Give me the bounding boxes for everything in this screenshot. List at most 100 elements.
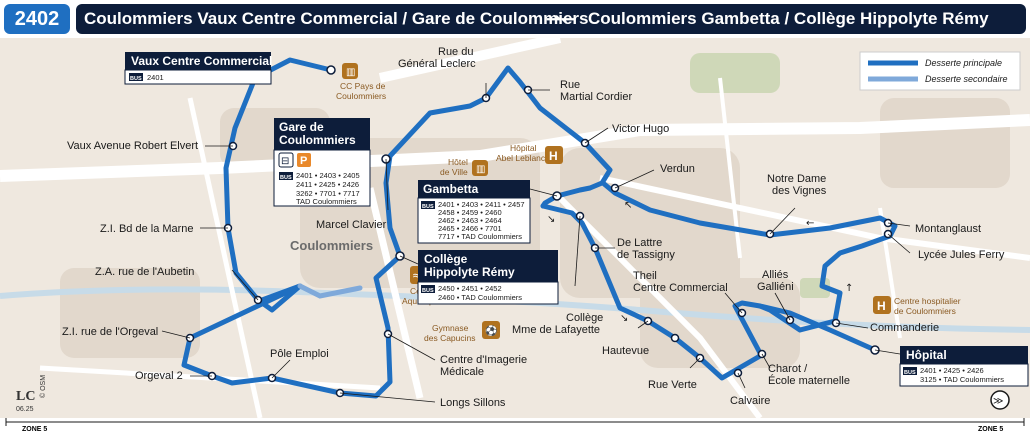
stop-notre-dame-1: Notre Dame [767,173,826,185]
credit-osm: © OSM [39,375,47,398]
zone-footer: ZONE 5 ZONE 5 [0,418,1030,438]
stop-zi-marne: Z.I. Bd de la Marne [100,223,194,235]
svg-text:2460 • TAD Coulommiers: 2460 • TAD Coulommiers [438,293,522,302]
bus-icon [421,201,435,209]
svg-text:BUS: BUS [130,76,142,82]
svg-text:≈: ≈ [412,269,421,282]
direction-arrows-icon: ⇀↽ [546,9,577,29]
train-icon [278,152,294,168]
zone-left: ZONE 5 [22,426,48,433]
svg-text:≫: ≫ [993,396,1003,407]
stop-leclerc-1: Rue du [438,46,473,58]
stop-pole-emploi: Pôle Emploi [270,348,329,360]
hospital-icon [545,146,563,164]
hospital-icon [873,296,891,314]
svg-text:BUS: BUS [904,370,916,376]
svg-text:Hôpital: Hôpital [906,348,947,362]
stop-jules-ferry: Lycée Jules Ferry [918,249,1005,261]
stop-lattre-2: de Tassigny [617,249,675,261]
stop-zi-orgeval: Z.I. rue de l'Orgeval [62,326,158,338]
bus-icon [421,285,435,293]
stop-lattre-1: De Lattre [617,237,662,249]
stop-orgeval2: Orgeval 2 [135,370,183,382]
stop-theil-2: Centre Commercial [633,282,728,294]
stop-marcel-clavier: Marcel Clavier [316,219,387,231]
stop-cordier-1: Rue [560,79,580,91]
svg-text:2401 • 2403 • 2411 • 2457: 2401 • 2403 • 2411 • 2457 [438,200,525,209]
bus-icon [129,73,143,81]
stop-charot-1: Charot / [768,363,808,375]
parking-icon [297,153,311,167]
svg-text:Hôpital: Hôpital [510,143,537,153]
stop-rue-verte: Rue Verte [648,379,697,391]
svg-text:de Ville: de Ville [440,167,468,177]
route-title-bar: Coulommiers Vaux Centre Commercial / Gar… [76,4,1026,34]
hub-gambetta: Gambetta BUS 2401 • 2403 • 2411 • 2457 2… [417,180,558,244]
svg-text:2401 • 2403 • 2405: 2401 • 2403 • 2405 [296,171,360,180]
credit-date: 06.25 [16,406,34,413]
svg-text:des Capucins: des Capucins [424,333,476,343]
svg-text:Gambetta: Gambetta [423,182,479,196]
svg-text:H: H [549,149,558,163]
stop-cordier-2: Martial Cordier [560,91,632,103]
stop-notre-dame-2: des Vignes [772,185,827,197]
direction-arrows: ↖ ← ↑ ↘ ↘ [547,200,853,324]
arrow-icon: ↖ [624,200,632,211]
route-secondary [297,283,363,299]
stop-victor-hugo: Victor Hugo [612,123,669,135]
route-destination: Coulommiers Gambetta / Collège Hippolyte… [588,9,989,28]
stop-verdun: Verdun [660,163,695,175]
svg-text:2462 • 2463 • 2464: 2462 • 2463 • 2464 [438,216,502,225]
svg-text:2450 • 2451 • 2452: 2450 • 2451 • 2452 [438,284,502,293]
svg-text:de Coulommiers: de Coulommiers [894,306,956,316]
arrow-icon: ← [806,218,814,229]
stop-allies-1: Alliés [762,269,789,281]
leader-lines [161,83,911,403]
arrow-icon: ↘ [547,214,555,225]
bus-icon [279,172,293,180]
next-arrow[interactable]: ≫ [990,390,1010,410]
poi-cc-pays: ▥ CC Pays de Coulommiers [336,63,386,101]
stop-calvaire: Calvaire [730,395,770,407]
svg-text:2458 • 2459 • 2460: 2458 • 2459 • 2460 [438,208,502,217]
stop-montanglaust: Montanglaust [915,223,981,235]
svg-text:BUS: BUS [422,288,434,294]
svg-text:BUS: BUS [422,204,434,210]
stop-dot [670,333,680,343]
svg-text:2411 • 2425 • 2426: 2411 • 2425 • 2426 [296,180,359,189]
svg-text:CC Pays de: CC Pays de [340,81,386,91]
svg-text:2465 • 2466 • 7701: 2465 • 2466 • 7701 [438,224,502,233]
svg-text:Hippolyte Rémy: Hippolyte Rémy [424,265,515,279]
svg-text:2401 • 2425 • 2426: 2401 • 2425 • 2426 [920,366,984,375]
gym-icon [482,321,500,339]
stop-leclerc-2: Général Leclerc [398,58,476,70]
stop-longs-sillons: Longs Sillons [440,397,506,409]
svg-text:BUS: BUS [280,175,292,181]
svg-text:2401: 2401 [147,73,164,82]
poi-centre-hospitalier: H Centre hospitalier de Coulommiers [873,296,961,316]
stop-imagerie-2: Médicale [440,366,484,378]
svg-text:P: P [300,155,307,167]
credit: LC 06.25 © OSM [16,375,47,413]
hub-vaux: Vaux Centre Commercial BUS 2401 [124,52,272,85]
svg-text:TAD Coulommiers: TAD Coulommiers [296,197,357,206]
stop-imagerie-1: Centre d'Imagerie [440,354,527,366]
svg-text:Coulommiers: Coulommiers [336,91,386,101]
poi-hotel-de-ville: ▥ Hôtel de Ville [440,157,488,177]
route-origin: Coulommiers Vaux Centre Commercial / Gar… [84,9,589,28]
legend: Desserte principale Desserte secondaire [859,51,1021,91]
legend-secondary: Desserte secondaire [925,74,1008,84]
stop-allies-2: Galliéni [757,281,794,293]
svg-text:Gymnase: Gymnase [432,323,469,333]
next-arrow-icon[interactable] [990,390,1010,410]
stop-college-1: Collège [566,312,603,324]
town-label: Coulommiers [290,238,373,253]
svg-text:H: H [877,299,886,313]
poi-hopital-leblanc: H Hôpital Abel Leblanc [496,143,563,164]
hub-hopital: Hôpital BUS 2401 • 2425 • 2426 3125 • TA… [874,346,1029,387]
stop-charot-2: École maternelle [768,374,850,387]
stop-theil-1: Theil [633,270,657,282]
line-number-badge: 2402 [4,4,70,34]
svg-text:Coulommiers: Coulommiers [279,133,356,147]
svg-text:Vaux Centre Commercial: Vaux Centre Commercial [131,54,272,68]
